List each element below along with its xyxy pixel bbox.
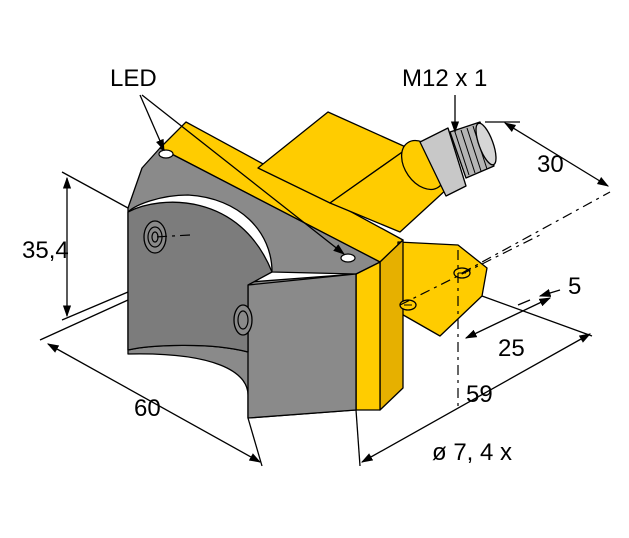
label-height: 35,4 bbox=[22, 237, 69, 264]
adjust-screw-lower-icon bbox=[233, 304, 253, 336]
led-indicator-right bbox=[340, 253, 356, 263]
m12-connector bbox=[400, 121, 497, 197]
label-hole-spacing: 25 bbox=[498, 335, 525, 362]
housing-base-plate bbox=[397, 241, 488, 337]
label-slot-offset: 5 bbox=[568, 273, 581, 300]
label-led: LED bbox=[110, 65, 157, 92]
label-connector-length: 30 bbox=[537, 151, 564, 178]
label-width: 60 bbox=[134, 395, 161, 422]
housing-side-slab bbox=[379, 239, 404, 411]
label-depth: 59 bbox=[466, 381, 493, 408]
label-hole-spec: ø 7, 4 x bbox=[432, 439, 512, 466]
sensor-front-block bbox=[247, 273, 357, 419]
led-indicator-left bbox=[158, 149, 174, 159]
label-thread: M12 x 1 bbox=[402, 65, 487, 92]
housing-side-front bbox=[355, 261, 381, 411]
adjust-screw-icon bbox=[143, 220, 167, 254]
